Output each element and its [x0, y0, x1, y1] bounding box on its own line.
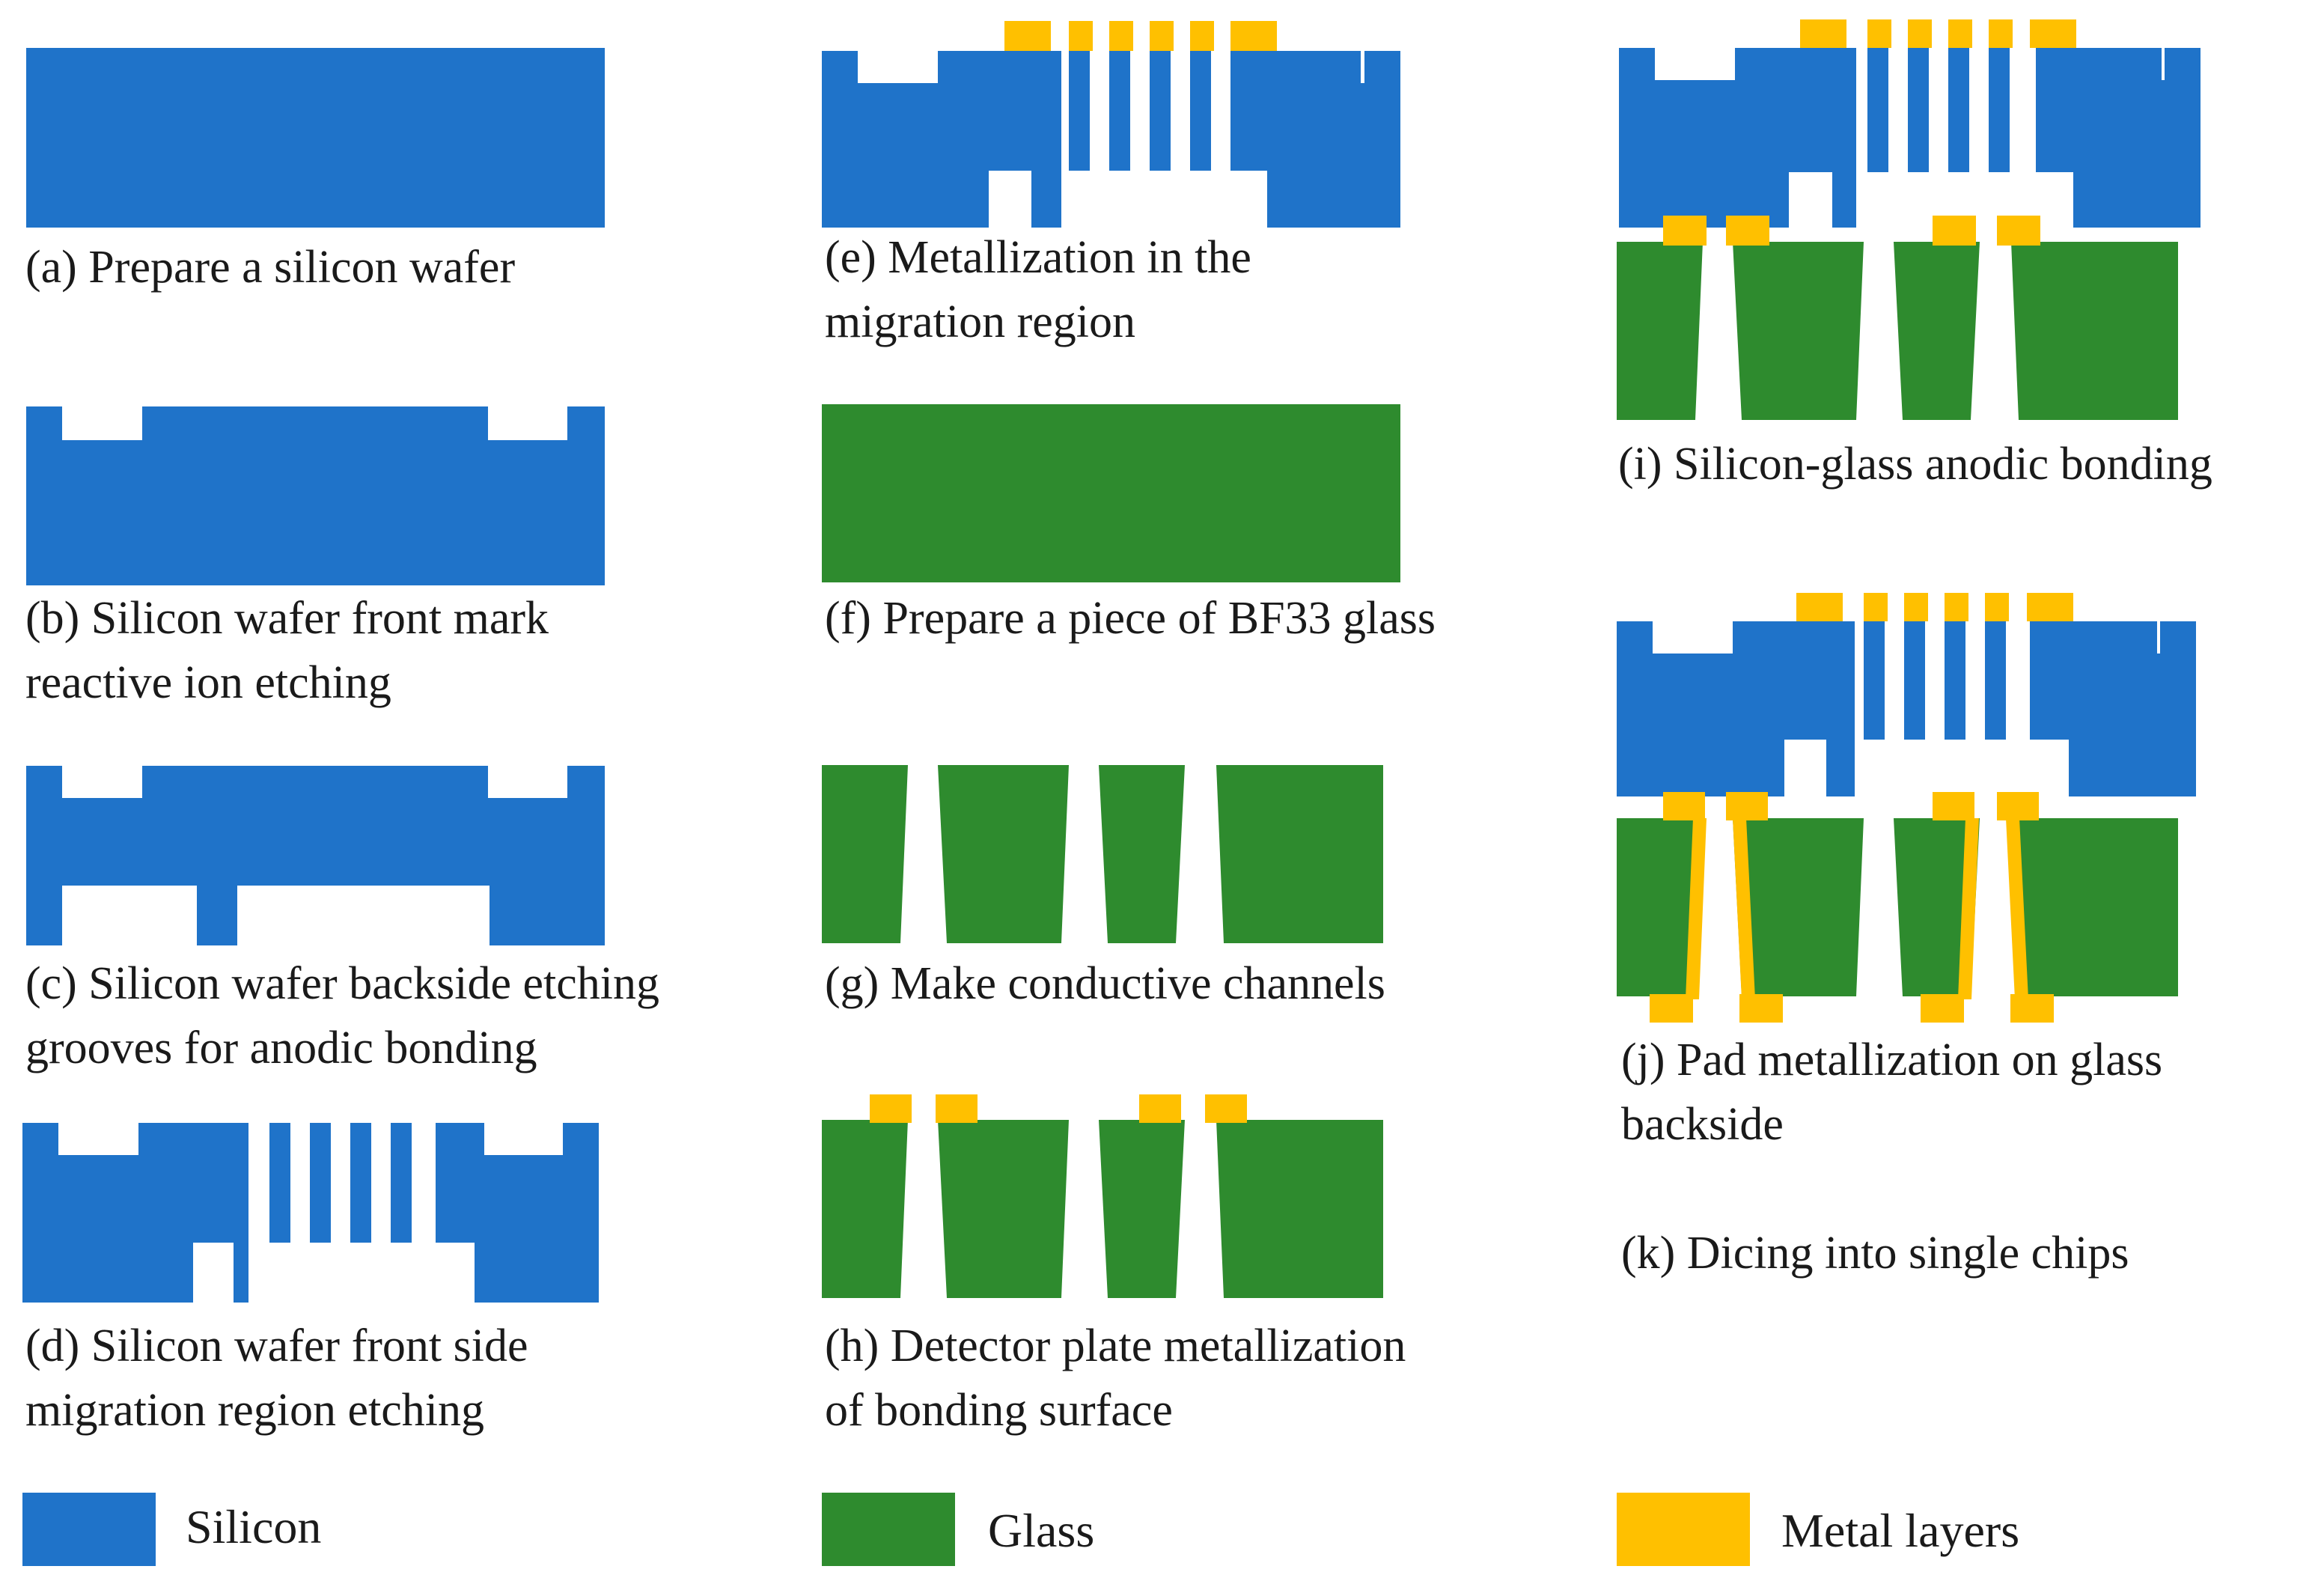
- metal-h: [870, 1094, 1247, 1123]
- wafer-e: [822, 21, 1400, 228]
- metal-e: [1004, 21, 1277, 51]
- caption-d-line1: (d) Silicon wafer front side: [25, 1320, 528, 1371]
- wafer-b: [26, 406, 605, 585]
- caption-j-line1: (j) Pad metallization on glass: [1621, 1035, 2162, 1085]
- legend-swatch-glass: [822, 1493, 955, 1566]
- caption-g: (g) Make conductive channels: [825, 958, 1385, 1009]
- glass-h: [822, 1094, 1383, 1298]
- caption-d-line2: migration region etching: [25, 1385, 484, 1436]
- caption-k: (k) Dicing into single chips: [1621, 1228, 2129, 1279]
- legend-swatch-silicon: [22, 1493, 156, 1566]
- legend-label-silicon: Silicon: [186, 1500, 321, 1553]
- legend-swatch-metal: [1617, 1493, 1750, 1566]
- bonded-stack-i: [1617, 19, 2201, 420]
- caption-e-line1: (e) Metallization in the: [825, 232, 1251, 283]
- caption-b-line1: (b) Silicon wafer front mark: [25, 593, 549, 644]
- caption-e-line2: migration region: [825, 296, 1135, 347]
- caption-a: (a) Prepare a silicon wafer: [25, 242, 515, 293]
- caption-b-line2: reactive ion etching: [25, 657, 391, 708]
- glass-g: [822, 765, 1383, 943]
- legend-label-metal: Metal layers: [1781, 1504, 2019, 1557]
- caption-h-line1: (h) Detector plate metallization: [825, 1320, 1406, 1371]
- caption-c-line1: (c) Silicon wafer backside etching: [25, 958, 659, 1009]
- bonded-stack-j: [1617, 593, 2196, 1023]
- caption-j-line2: backside: [1621, 1099, 1784, 1150]
- caption-f: (f) Prepare a piece of BF33 glass: [825, 593, 1436, 644]
- wafer-d: [22, 1123, 599, 1303]
- caption-c-line2: grooves for anodic bonding: [25, 1023, 537, 1073]
- wafer-c: [26, 766, 605, 945]
- caption-h-line2: of bonding surface: [825, 1385, 1173, 1436]
- caption-i: (i) Silicon-glass anodic bonding: [1618, 439, 2212, 490]
- glass-f: [822, 404, 1400, 582]
- legend: Silicon Glass Metal layers: [22, 1493, 2019, 1566]
- legend-label-glass: Glass: [988, 1504, 1094, 1557]
- wafer-a: [26, 48, 605, 228]
